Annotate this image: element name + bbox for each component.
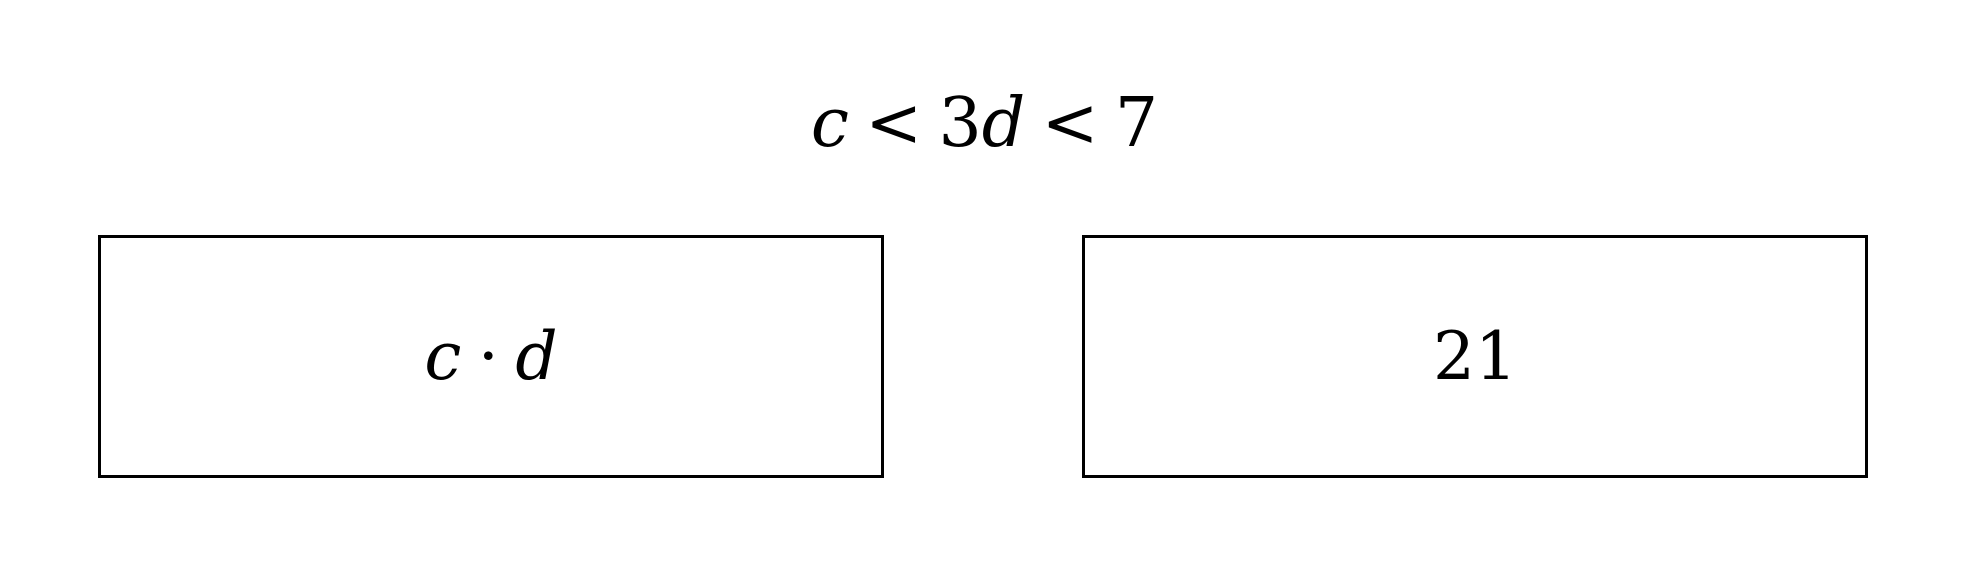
right-quantity-value: 21 xyxy=(1433,317,1517,395)
condition-less-than-2: < xyxy=(1041,84,1099,163)
condition-coefficient: 3 xyxy=(938,84,982,163)
left-quantity-box: c·d xyxy=(98,235,884,478)
multiplication-dot: · xyxy=(477,317,499,395)
left-variable-c: c xyxy=(424,317,462,395)
left-quantity-expression: c·d xyxy=(424,323,557,390)
condition-variable-d: d xyxy=(981,84,1026,163)
left-variable-d: d xyxy=(515,317,558,395)
right-quantity-box: 21 xyxy=(1082,235,1868,478)
condition-upper-bound: 7 xyxy=(1114,84,1159,163)
condition-inequality: c<3d<7 xyxy=(0,88,1969,160)
condition-variable-c: c xyxy=(810,84,849,163)
condition-less-than-1: < xyxy=(865,84,923,163)
